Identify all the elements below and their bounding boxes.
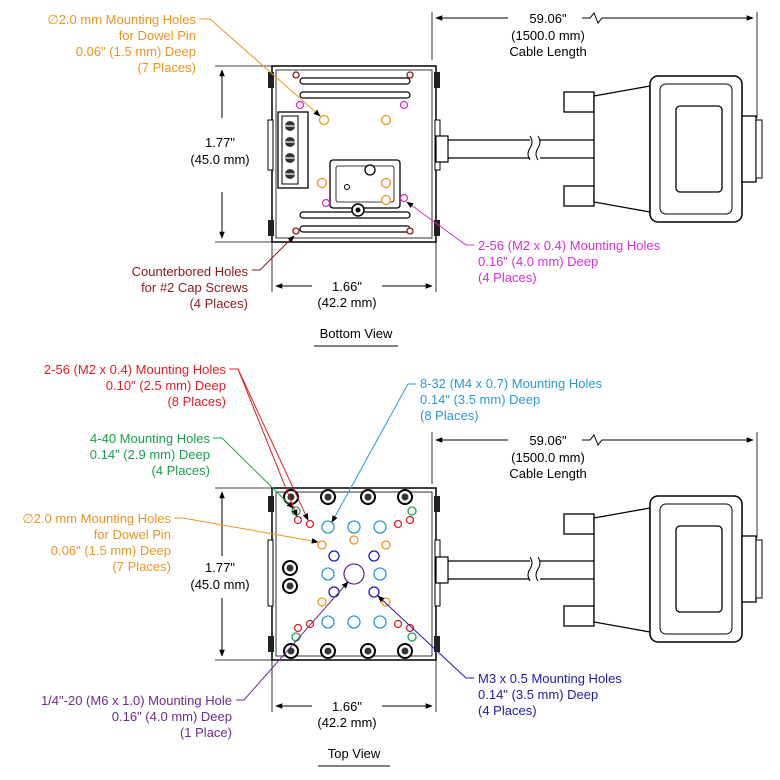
- top-view: 2-56 (M2 x 0.4) Mounting Holes 0.10" (2.…: [22, 362, 763, 767]
- dowel-hole: [380, 194, 392, 206]
- width-dim-label: (42.2 mm): [317, 715, 376, 730]
- callout-256-line: 0.16" (4.0 mm) Deep: [478, 254, 598, 269]
- callout-m6-line: (1 Place): [180, 725, 232, 740]
- callout-m6-line: 0.16" (4.0 mm) Deep: [112, 709, 232, 724]
- top-cable: [435, 556, 608, 584]
- callout-dowel-line: (7 Places): [112, 559, 171, 574]
- callout-m3-line: (4 Places): [478, 703, 537, 718]
- dowel-hole: [380, 114, 392, 126]
- callout-dowel-line: (7 Places): [137, 60, 196, 75]
- callout-m6-line: 1/4"-20 (M6 x 1.0) Mounting Hole: [41, 693, 232, 708]
- callout-256-line: 0.10" (2.5 mm) Deep: [106, 378, 226, 393]
- callout-440-line: 4-40 Mounting Holes: [90, 431, 210, 446]
- bottom-view-title: Bottom View: [320, 326, 393, 341]
- bottom-dsub-connector: [563, 75, 763, 223]
- callout-256-line: (8 Places): [167, 394, 226, 409]
- callout-cbore-line: for #2 Cap Screws: [141, 280, 248, 295]
- bottom-counterbored-holes: [292, 71, 414, 235]
- dowel-hole: [380, 177, 392, 189]
- width-dim-label: 1.66": [332, 699, 362, 714]
- top-leaders: [174, 368, 474, 701]
- top-view-title: Top View: [328, 746, 381, 761]
- callout-dowel-line: 0.06" (1.5 mm) Deep: [76, 44, 196, 59]
- mounting-hole-256: [399, 100, 409, 110]
- callout-cbore-line: (4 Places): [189, 296, 248, 311]
- width-dim-label: (42.2 mm): [317, 295, 376, 310]
- top-dsub-connector: [563, 495, 763, 643]
- callout-m3-line: M3 x 0.5 Mounting Holes: [478, 671, 622, 686]
- cable-dim-label: 59.06": [529, 433, 567, 448]
- bottom-text: ∅2.0 mm Mounting Holes for Dowel Pin 0.0…: [47, 11, 661, 347]
- callout-m3-line: 0.14" (3.5 mm) Deep: [478, 687, 598, 702]
- callout-256-line: (4 Places): [478, 270, 537, 285]
- top-m6-hole: [343, 563, 365, 585]
- bottom-view: ∅2.0 mm Mounting Holes for Dowel Pin 0.0…: [47, 11, 763, 347]
- callout-dowel-line: for Dowel Pin: [94, 527, 171, 542]
- callout-832-line: 8-32 (M4 x 0.7) Mounting Holes: [420, 376, 603, 391]
- top-text: 2-56 (M2 x 0.4) Mounting Holes 0.10" (2.…: [22, 362, 622, 767]
- callout-cbore-line: Counterbored Holes: [132, 264, 249, 279]
- top-256-holes: [293, 515, 415, 633]
- bottom-dimensions: [215, 12, 758, 292]
- bottom-stage-body: [267, 65, 441, 243]
- callout-dowel-line: 0.06" (1.5 mm) Deep: [51, 543, 171, 558]
- callout-440-line: 0.14" (2.9 mm) Deep: [90, 447, 210, 462]
- cable-dim-label: Cable Length: [509, 466, 586, 481]
- top-dowel-holes: [317, 535, 391, 607]
- dowel-hole: [316, 177, 328, 189]
- top-832-holes: [321, 520, 387, 629]
- height-dim-label: (45.0 mm): [190, 577, 249, 592]
- callout-440-line: (4 Places): [151, 463, 210, 478]
- mounting-hole-256: [399, 193, 409, 203]
- callout-832-line: 0.14" (3.5 mm) Deep: [420, 392, 540, 407]
- dowel-hole: [318, 114, 330, 126]
- cable-dim-label: (1500.0 mm): [511, 28, 585, 43]
- height-dim-label: 1.77": [205, 560, 235, 575]
- mounting-hole-256: [321, 198, 331, 208]
- bottom-256-holes: [295, 100, 409, 208]
- callout-dowel-line: for Dowel Pin: [119, 28, 196, 43]
- cable-dim-label: 59.06": [529, 11, 567, 26]
- callout-832-line: (8 Places): [420, 408, 479, 423]
- mounting-hole-256: [295, 100, 305, 110]
- bottom-dowel-holes: [316, 114, 392, 206]
- cable-dim-label: Cable Length: [509, 44, 586, 59]
- callout-dowel-line: ∅2.0 mm Mounting Holes: [47, 12, 196, 27]
- callout-256-line: 2-56 (M2 x 0.4) Mounting Holes: [478, 238, 661, 253]
- height-dim-label: (45.0 mm): [190, 152, 249, 167]
- callout-dowel-line: ∅2.0 mm Mounting Holes: [22, 511, 171, 526]
- cable-dim-label: (1500.0 mm): [511, 450, 585, 465]
- bottom-cable: [435, 135, 608, 163]
- height-dim-label: 1.77": [205, 135, 235, 150]
- callout-256-line: 2-56 (M2 x 0.4) Mounting Holes: [44, 362, 227, 377]
- bottom-leaders: [199, 18, 474, 271]
- width-dim-label: 1.66": [332, 279, 362, 294]
- top-dimensions: [215, 432, 758, 712]
